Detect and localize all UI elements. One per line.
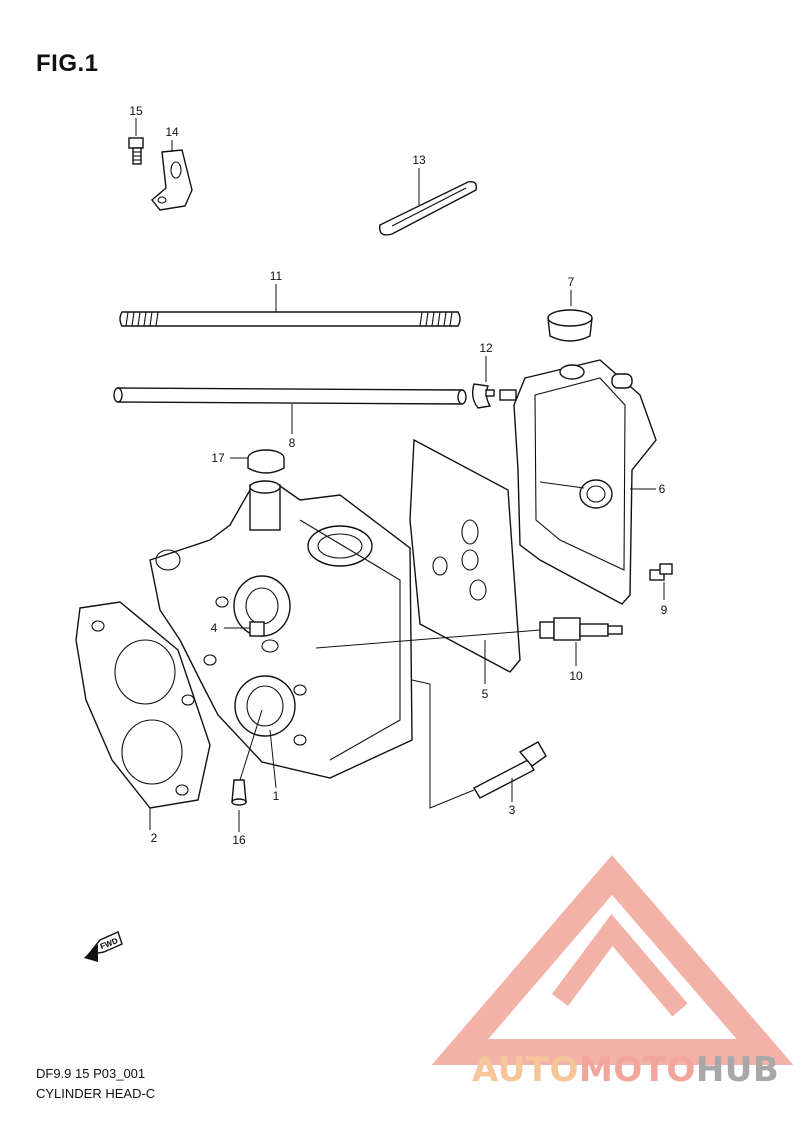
part-3-bolt[interactable] (473, 741, 547, 799)
brand-logo-icon (431, 855, 794, 1065)
part-7-cap[interactable] (547, 309, 593, 342)
part-5-gasket[interactable] (409, 438, 521, 673)
callout-1: 1 (273, 789, 280, 803)
callout-4: 4 (211, 621, 218, 635)
callout-15: 15 (129, 104, 143, 118)
callout-17: 17 (211, 451, 225, 465)
callout-5: 5 (482, 687, 489, 701)
callout-12: 12 (479, 341, 493, 355)
callout-9: 9 (661, 603, 668, 617)
part-8-pipe[interactable] (113, 387, 467, 405)
part-6-cylinder-head-cover[interactable] (499, 359, 657, 605)
callout-3: 3 (509, 803, 516, 817)
callout-16: 16 (232, 833, 246, 847)
callout-7: 7 (568, 275, 575, 289)
brand-part-auto: AUTO (472, 1050, 579, 1090)
part-10-spark-plug[interactable] (539, 617, 623, 641)
callout-14: 14 (165, 125, 179, 139)
part-16-pin[interactable] (231, 779, 247, 806)
brand-part-moto: MOTO (578, 1050, 696, 1090)
part-15-bolt[interactable] (128, 137, 144, 165)
part-14-bracket[interactable] (151, 149, 193, 211)
callout-2: 2 (151, 831, 158, 845)
callout-8: 8 (289, 436, 296, 450)
part-9-bolt[interactable] (649, 563, 673, 581)
brand-part-hub: HUB (695, 1050, 780, 1090)
brand-wordmark: AUTOMOTOHUB (472, 1050, 779, 1090)
figure-name: CYLINDER HEAD-C (36, 1086, 156, 1101)
fwd-arrow-icon: FWD (84, 931, 123, 962)
part-13-strap[interactable] (379, 180, 478, 236)
part-2-head-gasket[interactable] (75, 601, 211, 809)
callout-11: 11 (270, 269, 283, 283)
callouts: 15 14 13 11 7 12 8 17 6 9 4 10 5 1 3 2 1… (129, 104, 667, 847)
figure-code: DF9.9 15 P03_001 (36, 1066, 146, 1081)
part-17-plug[interactable] (247, 449, 285, 474)
part-1-cylinder-head[interactable] (149, 480, 413, 779)
callout-13: 13 (412, 153, 426, 167)
callout-10: 10 (569, 669, 583, 683)
leader-lines (135, 118, 665, 832)
callout-6: 6 (659, 482, 666, 496)
figure-title: FIG.1 (36, 50, 99, 77)
part-12-clip[interactable] (471, 383, 495, 409)
part-11-threaded-rod[interactable] (119, 311, 461, 327)
